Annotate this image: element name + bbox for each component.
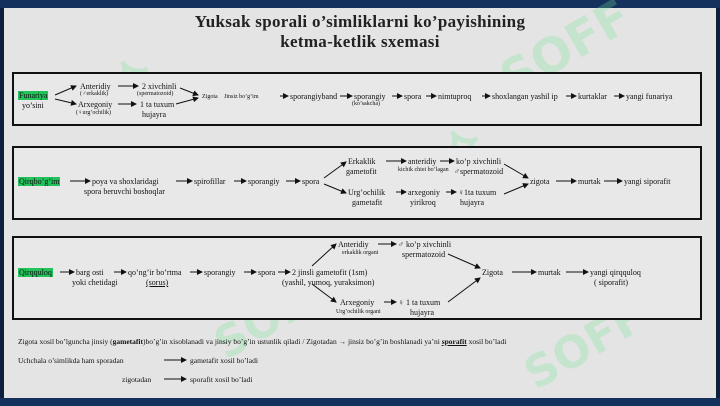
label-yangi-siporafit: yangi siporafit xyxy=(624,177,671,186)
label-gametofit: gametofit xyxy=(346,167,377,176)
label-zigota: Zigota xyxy=(202,94,218,100)
label-qongir-bortma: qo’ng’ir bo’rtma xyxy=(128,268,182,277)
label-spermatozoid: spermatozoid xyxy=(402,250,446,259)
label-arxegoniy-sub: (♀urg’ochilik) xyxy=(76,110,112,116)
label-anteridiy: anteridiy xyxy=(408,157,437,166)
label-kop-xivchinli: ♂ ko’p xivchinli xyxy=(398,240,452,249)
label-spora: spora xyxy=(302,177,320,186)
note-1-a: Zigota xosil bo’lguncha jinsiy ( xyxy=(18,337,113,346)
scheme-box-funariya xyxy=(12,72,702,126)
label-arxegoniy: arxegoniy xyxy=(408,188,440,197)
label-zigota: Zigota xyxy=(482,268,503,277)
label-urgochilik-organi: Urg’ochilik organi xyxy=(336,309,381,315)
label-poya: poya va shoxlaridagi xyxy=(92,177,159,186)
label-2-jinsli-gametofit: 2 jinsli gametofit (1sm) xyxy=(292,268,368,277)
label-kurtaklar: kurtaklar xyxy=(578,92,607,101)
label-erkaklik-organi: erkaklik organi xyxy=(342,250,379,256)
label-tuxum: ♀ 1 ta tuxum xyxy=(398,298,441,307)
label-tuxum: 1 ta tuxum xyxy=(140,100,175,109)
label-kosakcha: (ko’sakcha) xyxy=(352,101,380,107)
note-1-e: xosil bo’ladi xyxy=(466,337,507,346)
note-line-1: Zigota xosil bo’lguncha jinsiy (gametafi… xyxy=(18,337,506,346)
label-spora: spora xyxy=(258,268,276,277)
label-qirqquloq: Qirqquloq xyxy=(18,268,53,277)
scheme-box-qirqbogim xyxy=(12,146,702,220)
arrow xyxy=(311,243,337,267)
note-line-3b: sporafit xosil bo’ladi xyxy=(190,375,253,384)
label-yoki-chetidagi: yoki chetidagi xyxy=(72,278,118,287)
label-sporangiy: sporangiy xyxy=(354,92,386,101)
arrow xyxy=(447,277,481,303)
label-murtak: murtak xyxy=(578,177,601,186)
label-urgochilik: Urg’ochilik xyxy=(348,188,386,197)
label-yangi-funariya: yangi funariya xyxy=(626,92,673,101)
arrow xyxy=(311,283,337,303)
label-yangi-qirqquloq: yangi qirqquloq xyxy=(590,268,641,277)
title-line-2: ketma-ketlik sxemasi xyxy=(280,32,440,51)
label-yirikroq: yirikroq xyxy=(410,198,436,207)
title-line-1: Yuksak sporali o’simliklarni ko’payishin… xyxy=(194,12,526,31)
label-arxegoniy: Arxegoniy xyxy=(78,100,113,109)
label-gametafit: gametafit xyxy=(352,198,383,207)
label-spora-beruvchi: spora beruvchi boshoqlar xyxy=(84,187,165,196)
label-jinsiz-bogim: Jinsiz bo’g’im xyxy=(224,94,259,100)
label-anteridiy: Anteridiy xyxy=(80,82,111,91)
note-line-2a: Uchchala o’simlikda ham sporadan xyxy=(18,356,124,365)
label-kop-xivchinli: ko’p xivchinli xyxy=(456,157,502,166)
arrow xyxy=(179,87,199,96)
label-xivchinli: 2 xivchinli xyxy=(142,82,177,91)
arrow xyxy=(503,183,529,195)
note-line-3a: zigotadan xyxy=(122,375,152,384)
label-erkaklik: Erkaklik xyxy=(348,157,376,166)
label-hujayra: hujayra xyxy=(460,198,484,207)
arrow xyxy=(323,183,347,194)
label-sporangiy: sporangiy xyxy=(248,177,280,186)
label-qirqbogim: Qirqbo’g’im xyxy=(18,177,61,186)
label-arxegoniy: Arxegoniy xyxy=(340,298,375,307)
label-kichik: kichik chiei bo’lagan xyxy=(398,167,449,173)
note-1-d: sporafit xyxy=(441,337,467,346)
label-sporangiy: sporangiy xyxy=(204,268,236,277)
label-shoxlangan-ip: shoxlangan yashil ip xyxy=(492,92,558,101)
label-sorus: (sorus) xyxy=(146,278,169,287)
note-line-2b: gametafit xosil bo’ladi xyxy=(190,356,258,365)
arrow xyxy=(54,85,77,96)
label-tuxum: ♀1ta tuxum xyxy=(458,188,497,197)
label-hujayra: hujayra xyxy=(410,308,434,317)
label-anteridiy: Anteridiy xyxy=(338,240,369,249)
arrow xyxy=(323,161,347,179)
label-spirofillar: spirofillar xyxy=(194,177,226,186)
label-siporafit: ( siporafit) xyxy=(594,278,628,287)
arrow xyxy=(54,98,77,106)
label-yashil-yumoq: (yashil, yumoq, yuraksimon) xyxy=(282,278,375,287)
arrow xyxy=(503,163,529,179)
label-funariya: Funariya xyxy=(18,91,49,100)
label-zigota: zigota xyxy=(530,177,550,186)
note-1-b: gametafit xyxy=(112,337,143,346)
label-funariya-sub: yo’sini xyxy=(22,101,44,110)
label-hujayra: hujayra xyxy=(142,110,166,119)
label-nimtuproq: nimtuproq xyxy=(438,92,472,101)
note-1-c: )bo’g’in xisoblanadi va jinsiy bo’g’in u… xyxy=(142,337,442,346)
label-spora: spora xyxy=(404,92,422,101)
label-barg-osti: barg osti xyxy=(76,268,104,277)
bottom-border xyxy=(0,398,720,406)
label-sporangiyband: sporangiyband xyxy=(290,92,338,101)
label-murtak: murtak xyxy=(538,268,561,277)
label-anteridiy-sub: (♂erkaklik) xyxy=(80,91,109,97)
scheme-box-qirqquloq xyxy=(12,236,702,320)
arrow xyxy=(175,96,199,105)
label-spermatozoid: ♂spermatozoid xyxy=(454,167,504,176)
top-border xyxy=(0,0,720,8)
arrow xyxy=(447,253,481,269)
label-spermatozoid: (spermatozoid) xyxy=(137,91,174,97)
